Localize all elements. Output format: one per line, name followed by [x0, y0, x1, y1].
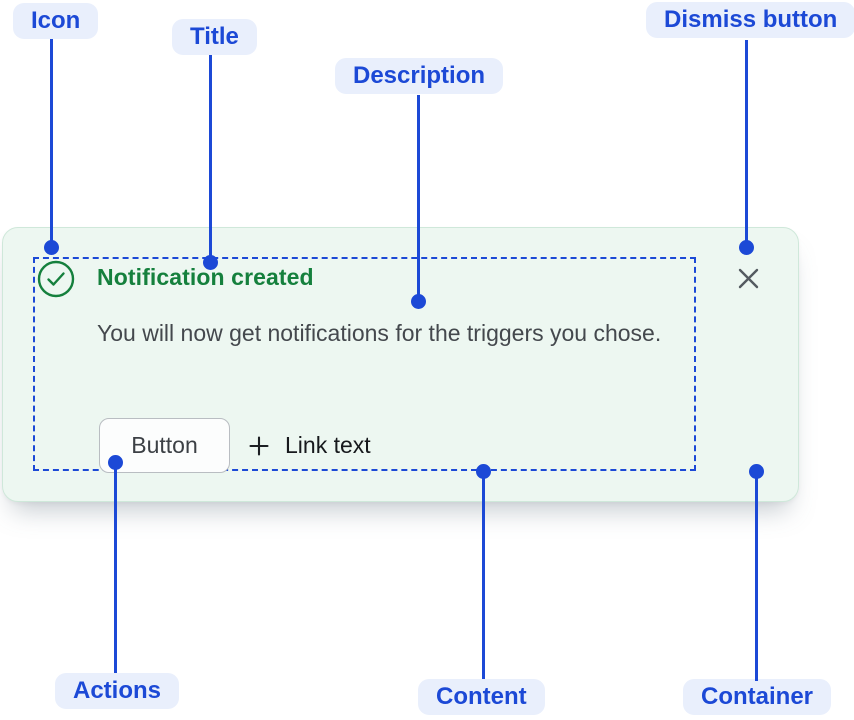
annotation-dot-dismiss — [739, 240, 754, 255]
annotation-dot-container — [749, 464, 764, 479]
close-icon — [735, 265, 762, 292]
annotation-dot-title — [203, 255, 218, 270]
annotation-line-content — [482, 472, 485, 679]
plus-icon — [247, 434, 271, 458]
annotation-label-icon: Icon — [13, 3, 99, 39]
toast-container: Notification created You will now get no… — [2, 227, 799, 502]
dismiss-button[interactable] — [732, 262, 764, 294]
annotation-line-icon — [50, 39, 53, 248]
check-circle-icon — [37, 260, 75, 298]
link-action[interactable]: Link text — [247, 418, 371, 473]
annotation-dot-actions — [108, 455, 123, 470]
annotation-label-actions: Actions — [55, 673, 180, 709]
annotation-line-actions — [114, 463, 117, 673]
annotation-line-description — [417, 95, 420, 302]
annotation-label-container: Container — [683, 679, 832, 715]
toast-description: You will now get notifications for the t… — [97, 320, 662, 346]
annotation-dot-icon — [44, 240, 59, 255]
annotation-line-title — [209, 55, 212, 263]
annotation-label-content: Content — [418, 679, 545, 715]
content-outline — [33, 257, 696, 471]
action-button-label: Button — [131, 432, 198, 458]
annotation-line-dismiss — [745, 40, 748, 248]
annotation-label-dismiss-button: Dismiss button — [646, 2, 854, 38]
link-label: Link text — [285, 432, 371, 458]
annotation-dot-description — [411, 294, 426, 309]
annotation-dot-content — [476, 464, 491, 479]
annotation-line-container — [755, 472, 758, 681]
annotation-label-title: Title — [172, 19, 257, 55]
annotation-label-description: Description — [335, 58, 504, 94]
